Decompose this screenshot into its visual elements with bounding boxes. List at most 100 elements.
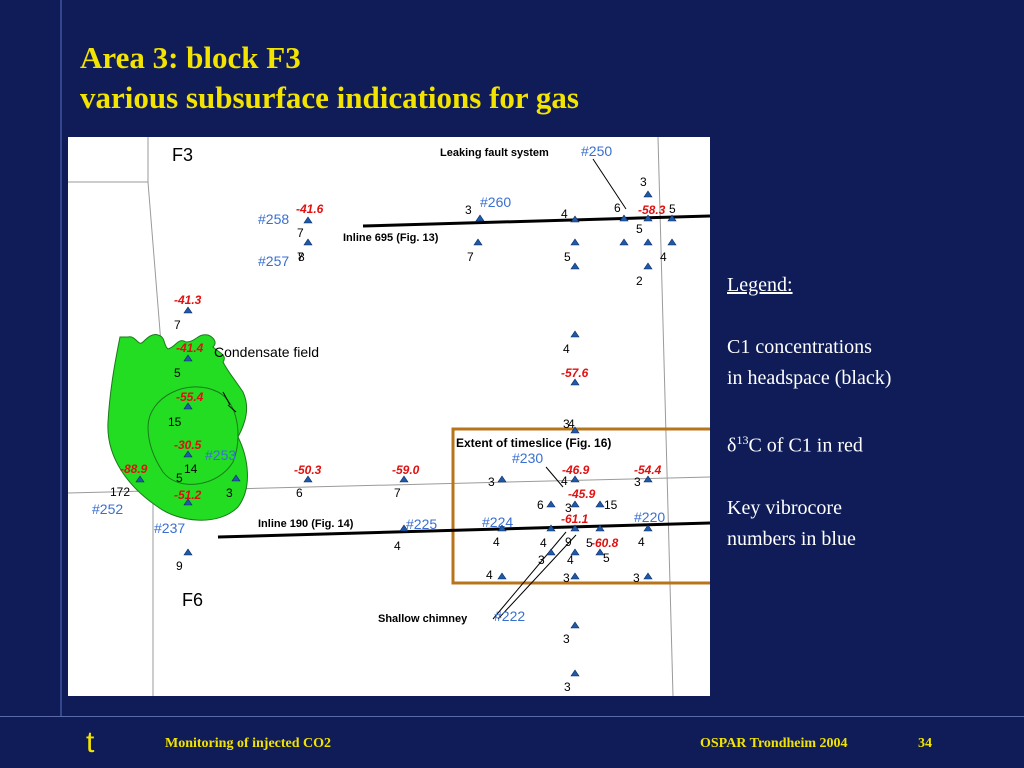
c1-value: 5 <box>586 536 593 550</box>
legend: Legend: C1 concentrations in headspace (… <box>727 270 891 555</box>
c1-value: 4 <box>561 474 568 488</box>
core-id: #260 <box>480 194 511 210</box>
sample-marker-icon <box>183 402 193 410</box>
c1-value: 4 <box>568 417 575 431</box>
footer-presentation-title: Monitoring of injected CO2 <box>165 736 332 751</box>
core-id: #230 <box>512 450 543 466</box>
c1-value: 7 <box>467 250 474 264</box>
delta-value: -50.3 <box>294 463 322 477</box>
core-id: #258 <box>258 211 289 227</box>
c1-value: 4 <box>561 207 568 221</box>
block-f3-map: F3 F6 Leaking fault system Inline 695 (F… <box>68 137 710 696</box>
sample-marker-icon <box>570 426 580 434</box>
c1-value: 7 <box>174 318 181 332</box>
footer-divider <box>0 716 1024 717</box>
c1-value: 4 <box>540 536 547 550</box>
sample-marker-icon <box>475 214 485 222</box>
inline-190-label: Inline 190 (Fig. 14) <box>258 518 354 530</box>
c1-value: 4 <box>563 342 570 356</box>
c1-value: 4 <box>567 553 574 567</box>
sample-marker-icon <box>183 498 193 506</box>
c1-value: 7 <box>297 226 304 240</box>
c1-value: 6 <box>296 486 303 500</box>
sample-marker-icon <box>399 524 409 532</box>
title-line-2: various subsurface indications for gas <box>80 80 579 115</box>
core-id: #237 <box>154 520 185 536</box>
core-id: #224 <box>482 514 513 530</box>
legend-core-line1: Key vibrocore <box>727 496 842 519</box>
c1-value: 3 <box>538 553 545 567</box>
sample-marker-icon <box>570 572 580 580</box>
sample-marker-icon <box>546 524 556 532</box>
sample-marker-icon <box>183 354 193 362</box>
sample-marker-icon <box>183 450 193 458</box>
shallow-chimney-label: Shallow chimney <box>378 613 468 625</box>
c1-value: 3 <box>563 417 570 431</box>
sample-marker-icon <box>497 524 507 532</box>
delta-value: -45.9 <box>568 487 596 501</box>
inline-695-label: Inline 695 (Fig. 13) <box>343 232 439 244</box>
c1-value: 4 <box>638 535 645 549</box>
timeslice-label: Extent of timeslice (Fig. 16) <box>456 436 611 450</box>
sample-marker-icon <box>546 548 556 556</box>
sample-marker-icon <box>619 214 629 222</box>
sample-marker-icon <box>570 330 580 338</box>
legend-core-line2: numbers in blue <box>727 527 856 550</box>
core-id-labels: #250 #260 #258 #257 #253 #230 #252 #237 … <box>92 143 665 624</box>
c1-value: 3 <box>564 680 571 694</box>
map-svg: F3 F6 Leaking fault system Inline 695 (F… <box>68 137 710 696</box>
sample-marker-icon <box>303 475 313 483</box>
footer-page-number: 34 <box>918 736 932 751</box>
sample-marker-icon <box>595 548 605 556</box>
sample-marker-icon <box>570 238 580 246</box>
c1-value: 3 <box>640 175 647 189</box>
sample-marker-icon <box>643 238 653 246</box>
c1-value: 2 <box>636 274 643 288</box>
sample-marker-icon <box>595 500 605 508</box>
c1-value: 3 <box>565 501 572 515</box>
sample-marker-icon <box>570 262 580 270</box>
core-id: #225 <box>406 516 437 532</box>
c1-value: 7 <box>297 250 304 264</box>
sample-marker-icon <box>570 500 580 508</box>
c1-value: 4 <box>660 250 667 264</box>
legend-delta-symbol: δ <box>727 434 737 457</box>
sample-marker-icon <box>570 548 580 556</box>
sample-marker-icon <box>183 548 193 556</box>
inline-190 <box>217 521 710 539</box>
leaking-fault-label: Leaking fault system <box>440 147 549 159</box>
c1-value: 5 <box>176 471 183 485</box>
c1-value-labels: 3 7 3 4 6 5 7 5 8 7 5 2 4 7 5 15 14 5 3 … <box>110 175 676 694</box>
sample-marker-icon <box>570 215 580 223</box>
c1-value: 9 <box>565 535 572 549</box>
slide-divider-line <box>60 0 62 716</box>
delta-value: -51.2 <box>174 488 202 502</box>
core-id: #220 <box>634 509 665 525</box>
core-id: #222 <box>494 608 525 624</box>
core-id: #257 <box>258 253 289 269</box>
sample-marker-icon <box>303 216 313 224</box>
delta-value: -57.6 <box>561 366 589 380</box>
delta-value: -61.1 <box>561 512 589 526</box>
timeslice-box <box>451 427 710 585</box>
sample-marker-icon <box>135 475 145 483</box>
inline-695 <box>362 214 710 228</box>
legend-delta-superscript: 13 <box>736 433 749 447</box>
delta-value: -59.0 <box>392 463 420 477</box>
slide-title: Area 3: block F3 various subsurface indi… <box>80 38 579 118</box>
c1-value: 3 <box>563 571 570 585</box>
c1-value: 15 <box>604 498 618 512</box>
sample-marker-icon <box>667 214 677 222</box>
legend-delta-line: δ13C of C1 in red <box>727 425 891 462</box>
c1-value: 9 <box>176 559 183 573</box>
c1-value: 3 <box>634 475 641 489</box>
core-id: #253 <box>205 447 236 463</box>
sample-marker-icon <box>570 621 580 629</box>
c1-value: 6 <box>614 201 621 215</box>
c1-value: 3 <box>563 632 570 646</box>
sample-marker-icon <box>667 238 677 246</box>
legend-c1-line1: C1 concentrations <box>727 336 872 358</box>
c1-value: 4 <box>486 568 493 582</box>
sample-markers <box>135 190 677 677</box>
footer-event: OSPAR Trondheim 2004 <box>700 736 848 751</box>
